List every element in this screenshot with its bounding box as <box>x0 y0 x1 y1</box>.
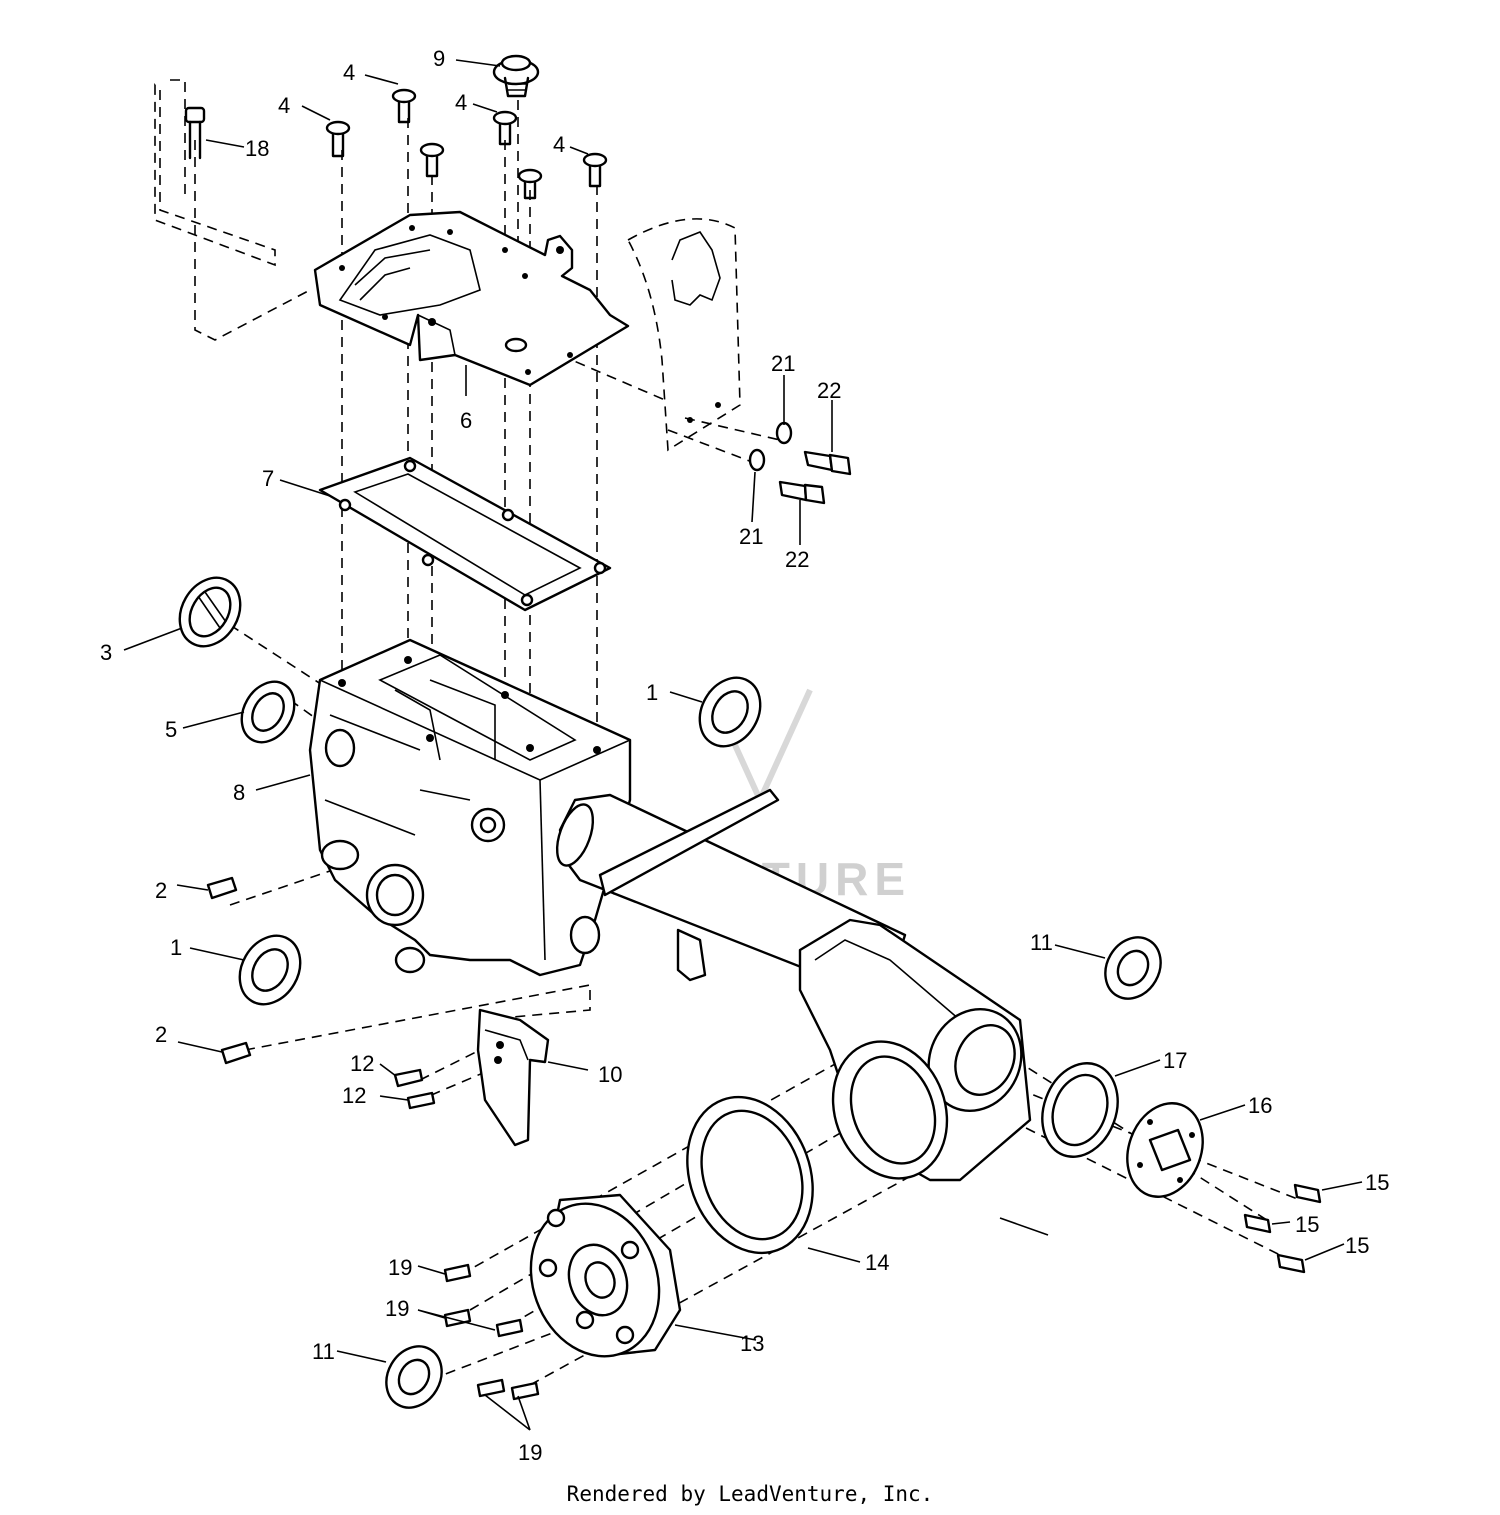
callout-2: 2 <box>155 1022 167 1047</box>
plugs-2 <box>206 876 252 1065</box>
callout-8: 8 <box>233 780 245 805</box>
callout-17: 17 <box>1163 1048 1187 1073</box>
seals-1 <box>238 676 762 1006</box>
callout-4: 4 <box>278 93 290 118</box>
bracket-10 <box>476 1008 550 1147</box>
bolts-12 <box>393 1068 436 1110</box>
callout-3: 3 <box>100 640 112 665</box>
bolts-15 <box>1243 1183 1322 1274</box>
gasket-17 <box>1041 1062 1119 1158</box>
callout-4: 4 <box>343 60 355 85</box>
callout-22: 22 <box>785 547 809 572</box>
tine-shield <box>626 218 741 452</box>
callout-11: 11 <box>1030 930 1053 955</box>
callout-14: 14 <box>865 1250 889 1275</box>
callout-21: 21 <box>771 351 795 376</box>
seals-11 <box>385 936 1162 1409</box>
gear-housing-8 <box>308 638 632 977</box>
gasket-14 <box>686 1095 814 1255</box>
callout-2: 2 <box>155 878 167 903</box>
washers-21 <box>748 421 793 472</box>
end-cap-13 <box>529 1193 682 1358</box>
callout-11: 11 <box>312 1339 335 1364</box>
seal-5 <box>240 680 296 744</box>
callout-1: 1 <box>646 680 658 705</box>
callout-4: 4 <box>553 132 565 157</box>
leader-lines <box>123 59 1363 1431</box>
callout-6: 6 <box>460 408 472 433</box>
callout-15: 15 <box>1345 1233 1369 1258</box>
bracket-18 <box>154 79 276 267</box>
cover-16 <box>1126 1102 1204 1198</box>
gasket-7 <box>318 456 612 612</box>
callout-16: 16 <box>1248 1093 1272 1118</box>
callout-22: 22 <box>817 378 841 403</box>
seal-3 <box>178 576 242 648</box>
vent-plug-9 <box>492 54 540 98</box>
callout-15: 15 <box>1295 1212 1319 1237</box>
callout-21: 21 <box>739 524 763 549</box>
callout-1: 1 <box>170 935 182 960</box>
callouts: 1 1 2 2 3 4 4 4 4 5 6 7 8 9 10 11 11 12 … <box>100 46 1389 1465</box>
bolts-19 <box>443 1263 540 1401</box>
tine-housing <box>798 918 1032 1182</box>
callout-12: 12 <box>342 1083 366 1108</box>
callout-15: 15 <box>1365 1170 1389 1195</box>
callout-18: 18 <box>245 136 269 161</box>
bolts-4 <box>325 88 608 200</box>
callout-19: 19 <box>518 1440 542 1465</box>
callout-12: 12 <box>350 1051 374 1076</box>
callout-5: 5 <box>165 717 177 742</box>
footer-credit: Rendered by LeadVenture, Inc. <box>566 1482 934 1506</box>
callout-4: 4 <box>455 90 467 115</box>
callout-13: 13 <box>740 1331 764 1356</box>
bolts-22 <box>778 450 852 505</box>
callout-9: 9 <box>433 46 445 71</box>
callout-19: 19 <box>385 1296 409 1321</box>
callout-7: 7 <box>262 466 274 491</box>
bolt-18 <box>184 106 206 160</box>
callout-10: 10 <box>598 1062 622 1087</box>
cover-plate-6 <box>313 210 630 387</box>
callout-19: 19 <box>388 1255 412 1280</box>
